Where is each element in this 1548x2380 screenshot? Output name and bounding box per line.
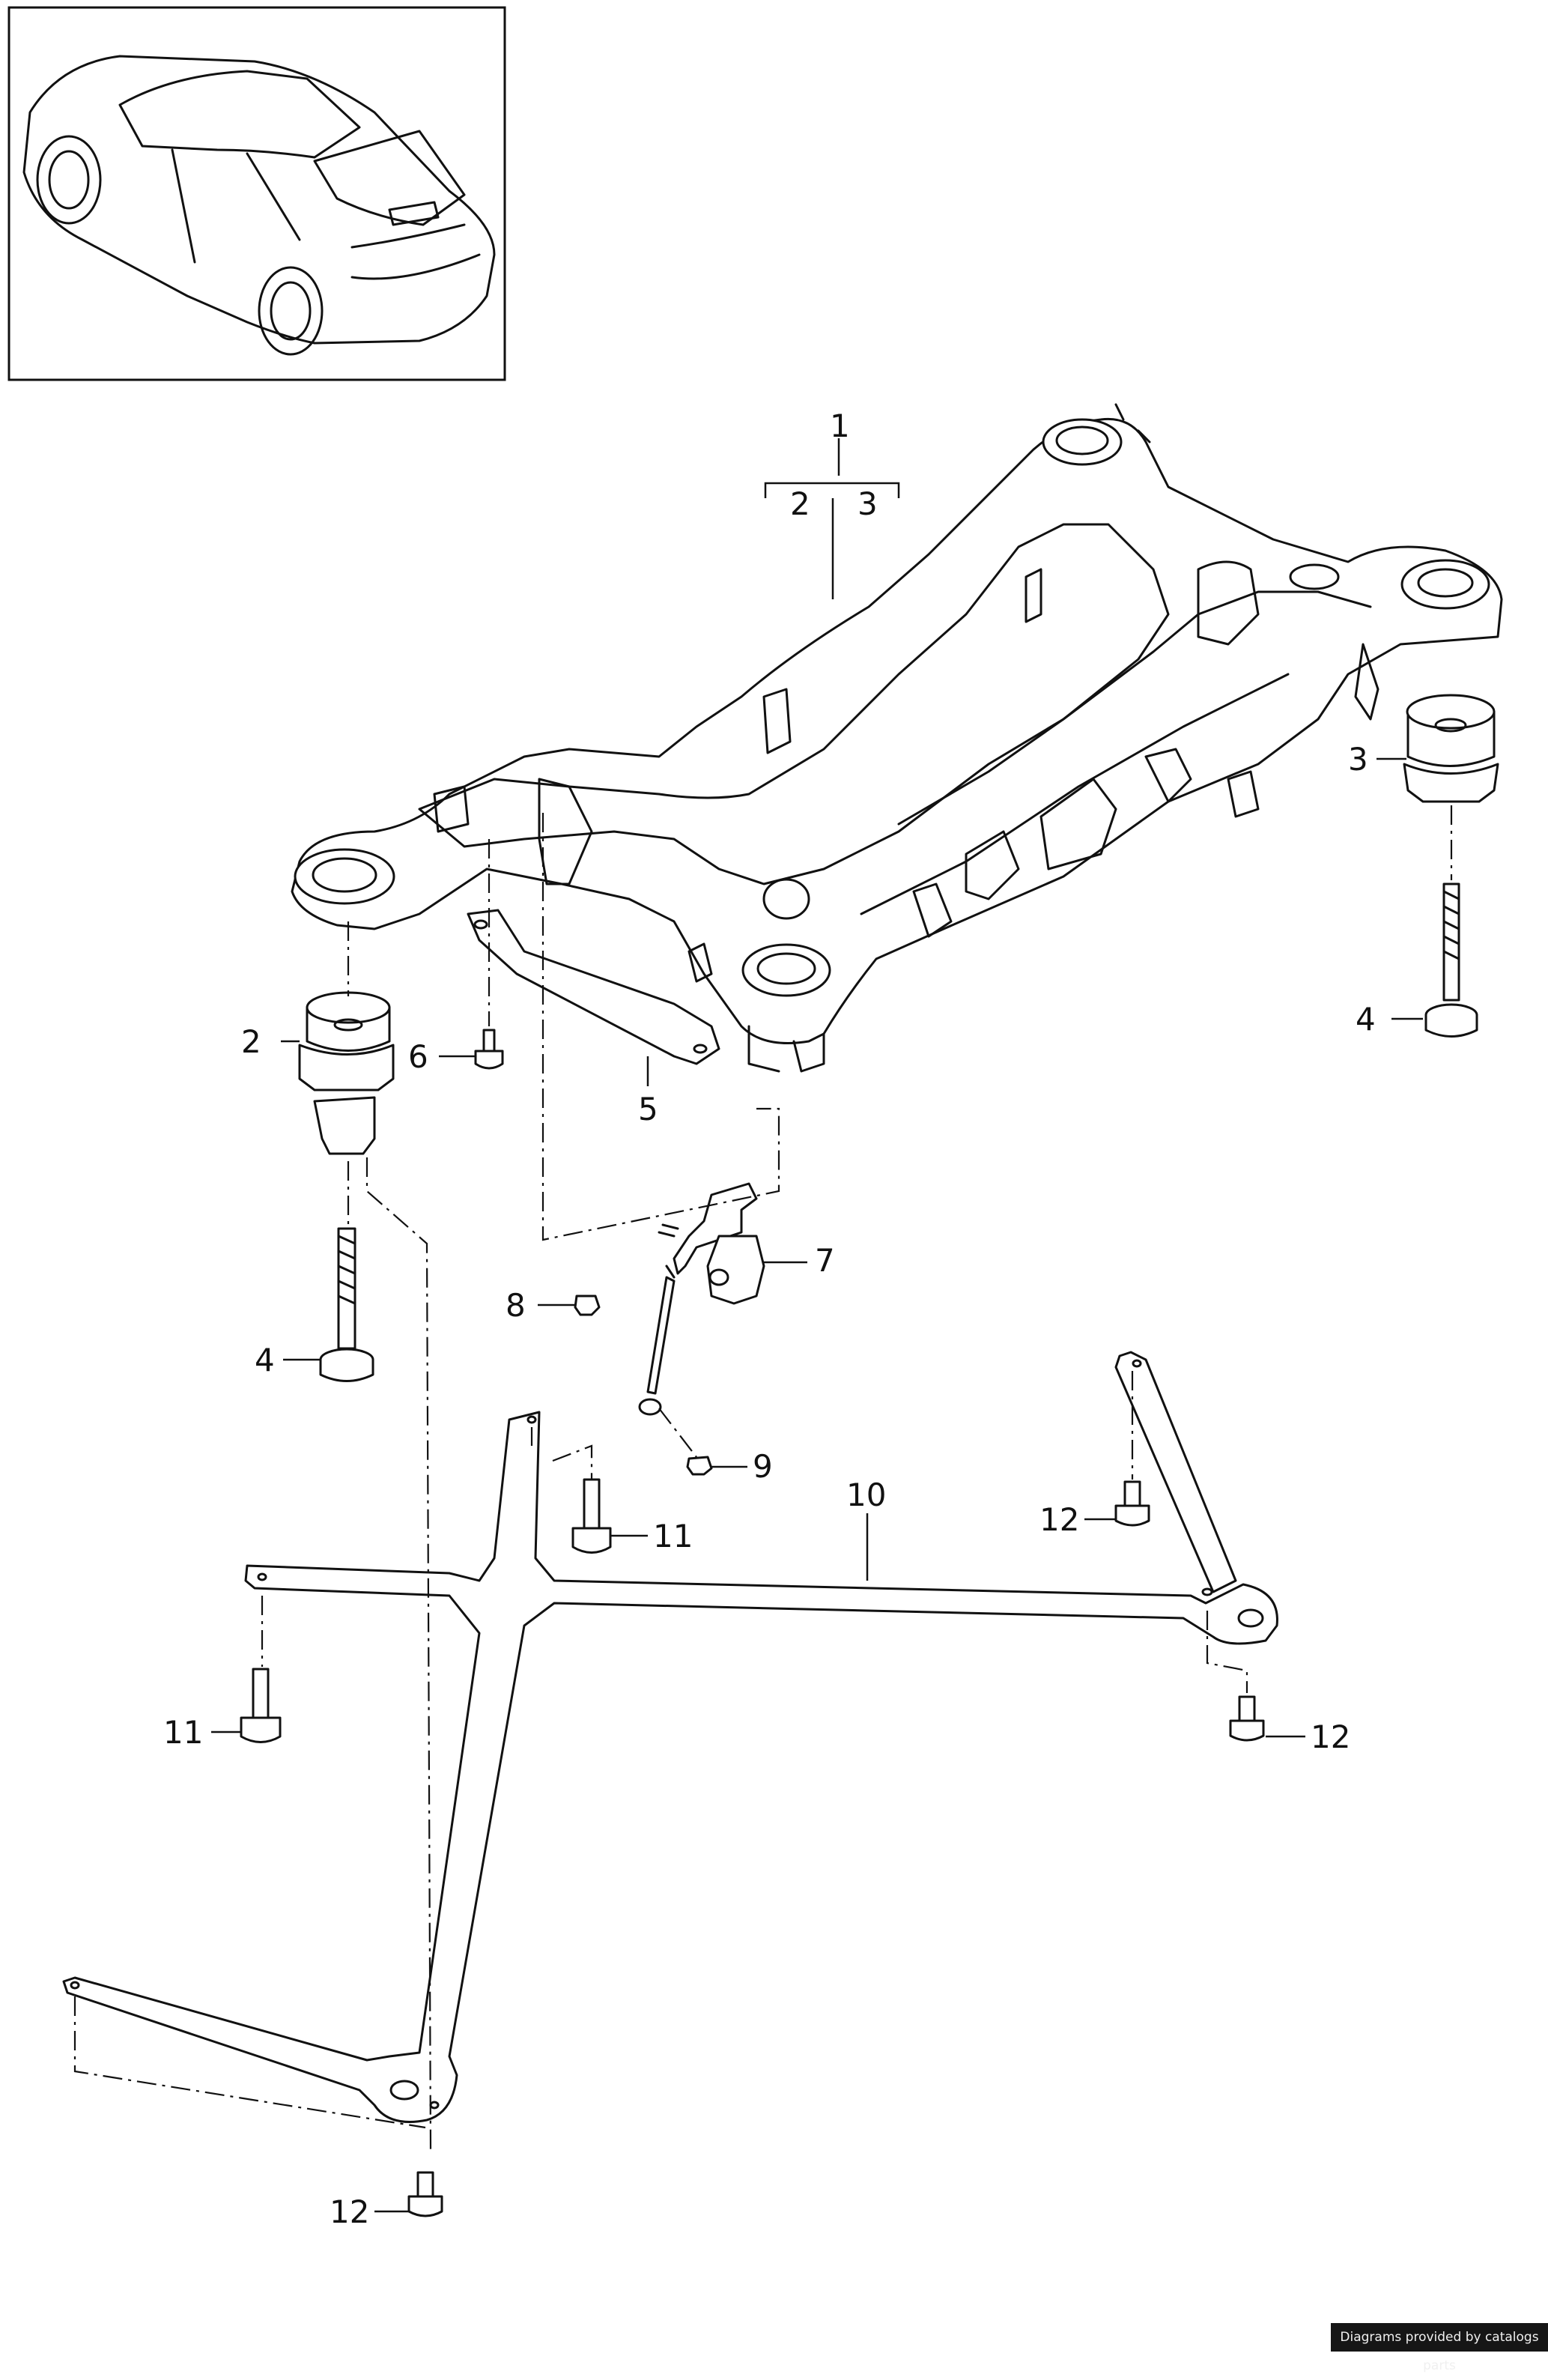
bolt-part-11-top [571, 1478, 612, 1554]
mounting-bolt-right [1424, 882, 1478, 1038]
callout-3: 3 [1348, 741, 1368, 778]
subframe-part [291, 403, 1503, 1073]
nut-part-8 [574, 1295, 601, 1316]
callout-5: 5 [638, 1091, 658, 1127]
nut-part-9 [686, 1456, 713, 1476]
bolt-part-12-right-top [1114, 1480, 1150, 1527]
rear-rubber-mount [1403, 694, 1499, 803]
cross-brace-part [62, 1351, 1278, 2123]
callout-10: 10 [846, 1477, 887, 1513]
leader-lines [211, 438, 1423, 2213]
callout-1: 1 [830, 408, 850, 444]
level-sensor-part [658, 1182, 765, 1305]
callout-7: 7 [815, 1242, 835, 1279]
callout-12-right-bottom: 12 [1311, 1719, 1351, 1755]
bolt-part-11-left [240, 1668, 282, 1743]
callout-3-group: 3 [858, 485, 878, 522]
callout-2-group: 2 [790, 485, 810, 522]
callout-4-right: 4 [1356, 1001, 1376, 1038]
callout-11-top: 11 [653, 1518, 693, 1554]
callout-12-right-top: 12 [1039, 1501, 1080, 1538]
mounting-bolt-left [319, 1227, 374, 1382]
callout-2: 2 [241, 1023, 261, 1060]
vehicle-locator-inset [7, 6, 506, 381]
bracket-part [467, 909, 720, 1065]
bolt-part-12-right-bottom [1229, 1695, 1265, 1742]
bolt-part-12-bottom [407, 2171, 443, 2217]
front-rubber-mount [298, 991, 395, 1155]
link-rod-part [638, 1265, 676, 1416]
assembly-lines [73, 805, 1453, 2151]
callout-11-left: 11 [163, 1714, 204, 1751]
callout-9: 9 [753, 1448, 773, 1485]
car-icon [22, 55, 496, 356]
credit-footer: Diagrams provided by catalogs parts [1331, 2323, 1548, 2373]
callout-8: 8 [506, 1287, 526, 1324]
callout-12-bottom: 12 [330, 2193, 370, 2230]
callout-6: 6 [408, 1038, 428, 1075]
callout-4-left: 4 [255, 1342, 275, 1378]
screw-part [474, 1029, 504, 1070]
